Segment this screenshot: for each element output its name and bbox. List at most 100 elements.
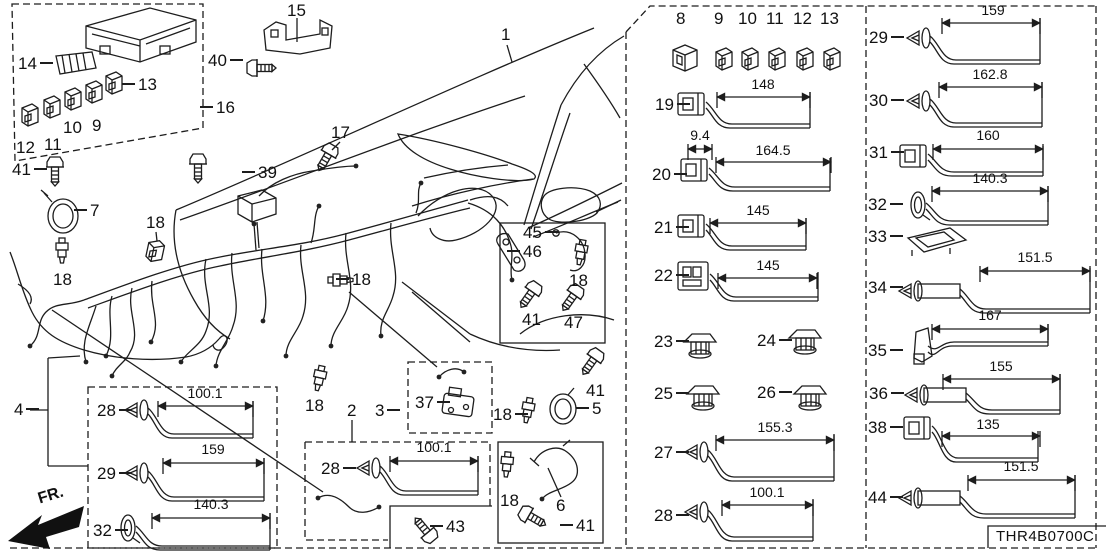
dimension-label-145: 145 xyxy=(746,202,770,218)
part-callout-12: 12 xyxy=(793,9,812,28)
fr-direction-arrow xyxy=(8,506,84,549)
part-drawing xyxy=(903,416,1039,463)
part-callout-22: 22 xyxy=(654,266,689,285)
part-callout-18: 18 xyxy=(500,491,519,510)
dimension-label-159: 159 xyxy=(981,2,1005,18)
solid-boxes xyxy=(389,222,1106,548)
part-drawing xyxy=(904,374,1061,415)
dimension-label-155.3: 155.3 xyxy=(757,419,793,435)
part-callout-37: 37 xyxy=(415,393,450,412)
part-drawing xyxy=(677,261,819,302)
diagram-code: THR4B0700C xyxy=(996,528,1095,545)
part-callout-41: 41 xyxy=(560,516,595,535)
part-callout-45: 45 xyxy=(523,223,558,242)
part-callout-18: 18 xyxy=(305,396,324,415)
part-callout-18: 18 xyxy=(53,270,72,289)
part-callout-38: 38 xyxy=(868,418,903,437)
part-callout-35: 35 xyxy=(868,341,903,360)
sensor-37 xyxy=(441,386,475,418)
dimension-label-9.4: 9.4 xyxy=(690,127,710,143)
tray-33 xyxy=(906,227,968,256)
part-callout-10: 10 xyxy=(63,118,82,137)
part-callout-29: 29 xyxy=(869,28,904,47)
dimension-label-100.1: 100.1 xyxy=(416,439,452,455)
hose-6 xyxy=(529,439,578,502)
dimension-label-159: 159 xyxy=(201,441,225,457)
part-callout-19: 19 xyxy=(655,95,690,114)
dimension-label-140.3: 140.3 xyxy=(972,170,1008,186)
part-drawing xyxy=(356,456,479,496)
part-callout-32: 32 xyxy=(93,521,128,540)
part-callout-16: 16 xyxy=(200,98,235,117)
part-drawing xyxy=(898,475,1076,519)
part-callout-7: 7 xyxy=(73,201,100,220)
part-callout-39: 39 xyxy=(242,163,277,182)
part-drawing xyxy=(677,92,811,129)
part-callout-33: 33 xyxy=(868,227,903,246)
part-drawing xyxy=(899,144,1044,177)
part-callout-9: 9 xyxy=(714,9,724,28)
part-callout-18: 18 xyxy=(146,213,165,232)
part-callout-20: 20 xyxy=(652,165,687,184)
part-callout-47: 47 xyxy=(564,313,583,332)
part-drawing xyxy=(913,324,1049,365)
part-callout-17: 17 xyxy=(331,123,350,142)
part-drawing xyxy=(680,158,831,192)
part-callout-11: 11 xyxy=(766,9,784,28)
part-callout-18: 18 xyxy=(493,405,528,424)
part-callout-41: 41 xyxy=(12,160,47,179)
section-borders xyxy=(10,3,1097,549)
part-callout-21: 21 xyxy=(654,218,689,237)
grommet-loop-7 xyxy=(40,189,79,234)
part-callout-14: 14 xyxy=(18,54,53,73)
part-callout-44: 44 xyxy=(868,488,903,507)
part-callout-31: 31 xyxy=(869,143,904,162)
part-callout-43: 43 xyxy=(430,517,465,536)
part-callout-28: 28 xyxy=(321,459,356,478)
dimension-label-167: 167 xyxy=(978,307,1002,323)
part-callout-8: 8 xyxy=(676,9,686,28)
part-callout-41: 41 xyxy=(586,381,605,400)
dimension-label-100.1: 100.1 xyxy=(749,484,785,500)
part-callout-36: 36 xyxy=(869,384,904,403)
dimension-label-100.1: 100.1 xyxy=(187,385,223,401)
part-callout-46: 46 xyxy=(507,242,542,261)
part-drawing xyxy=(677,214,807,251)
relay-box xyxy=(237,189,277,223)
part-callout-13: 13 xyxy=(820,9,839,28)
dimension-label-151.5: 151.5 xyxy=(1017,249,1053,265)
part-callout-2: 2 xyxy=(347,401,357,420)
bracket-46 xyxy=(496,232,526,272)
generated-dimension-layer xyxy=(120,18,1091,551)
part-callout-18: 18 xyxy=(569,271,588,290)
dimension-label-148: 148 xyxy=(751,76,775,92)
grommet-loop-5 xyxy=(549,387,577,425)
part-callout-28: 28 xyxy=(654,506,689,525)
part-drawing xyxy=(684,499,814,542)
harness-connector-nubs xyxy=(27,163,515,379)
part-callout-15: 15 xyxy=(287,1,306,20)
part-callout-4: 4 xyxy=(14,400,41,419)
bracket-15 xyxy=(263,18,333,55)
wire-harness-drawing xyxy=(29,165,513,377)
part-drawing xyxy=(120,513,271,551)
part-callout-18: 18 xyxy=(336,270,371,289)
part-callout-40: 40 xyxy=(208,51,243,70)
detail-box-wire-nubs xyxy=(315,369,467,510)
part-callout-25: 25 xyxy=(654,384,689,403)
part-callout-1: 1 xyxy=(501,25,511,44)
dimension-label-151.5: 151.5 xyxy=(1003,458,1039,474)
tube-14 xyxy=(55,51,97,75)
part-callout-3: 3 xyxy=(375,401,402,420)
part-callout-32: 32 xyxy=(868,195,903,214)
part-drawing xyxy=(898,268,1091,314)
leader-lines xyxy=(30,18,562,498)
part-callout-24: 24 xyxy=(757,331,792,350)
part-callout-26: 26 xyxy=(757,383,792,402)
part-callout-23: 23 xyxy=(654,332,689,351)
part-callout-10: 10 xyxy=(738,9,757,28)
part-callout-41: 41 xyxy=(522,310,541,329)
part-callout-9: 9 xyxy=(92,116,102,135)
